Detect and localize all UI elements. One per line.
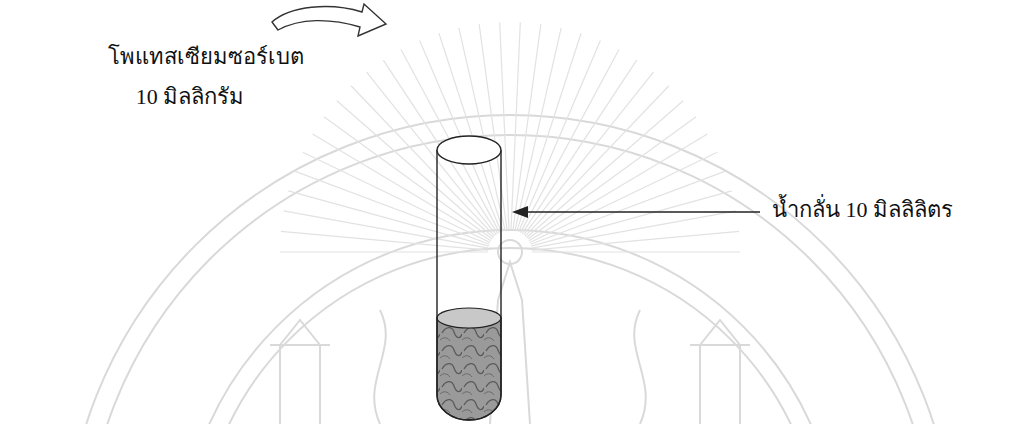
test-tube <box>437 136 501 420</box>
label-text: โพแทสเซียมซอร์เบต <box>108 44 304 70</box>
ray-stroke <box>532 251 740 252</box>
ray-stroke <box>519 41 601 232</box>
ray-stroke <box>459 28 505 231</box>
label-text: 10 มิลลิกรัม <box>136 84 245 110</box>
chemical-name: โพแทสเซียมซอร์เบต <box>108 44 304 70</box>
ray-stroke <box>530 152 717 242</box>
ray-stroke <box>280 251 488 252</box>
label-text: น้ำกลั่น 10 มิลลิลิตร <box>772 197 953 223</box>
ray-stroke <box>420 41 502 232</box>
ray-stroke <box>532 211 737 248</box>
pointer-arrow <box>512 206 760 218</box>
ray-stroke <box>517 33 581 231</box>
watermark-rays <box>280 22 740 252</box>
ray-stroke <box>303 152 490 242</box>
ray-stroke <box>528 117 696 239</box>
ray-stroke <box>284 211 489 248</box>
ray-stroke <box>479 24 507 230</box>
ray-stroke <box>531 191 732 246</box>
ray-stroke <box>511 22 520 230</box>
ray-stroke <box>531 171 726 244</box>
water-volume: น้ำกลั่น 10 มิลลิลิตร <box>772 197 953 223</box>
ray-stroke <box>522 60 637 234</box>
ray-stroke <box>281 231 488 250</box>
ray-stroke <box>337 101 494 238</box>
ray-stroke <box>324 117 492 239</box>
curved-arrow <box>272 4 386 36</box>
watermark-seal <box>65 115 955 424</box>
ray-stroke <box>520 49 619 232</box>
ray-stroke <box>532 231 739 250</box>
chemical-amount: 10 มิลลิกรัม <box>136 84 245 110</box>
ray-stroke <box>524 72 654 235</box>
